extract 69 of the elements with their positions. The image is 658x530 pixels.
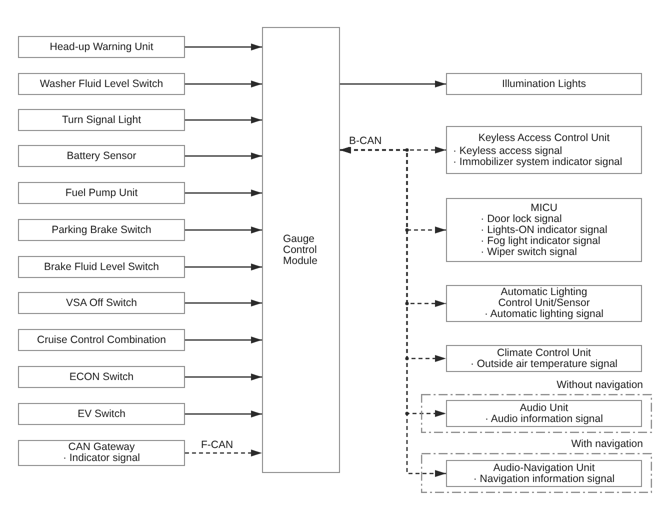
signal-item: · Indicator signal xyxy=(62,453,140,464)
control-module-box xyxy=(262,27,340,473)
group-heading: Without navigation xyxy=(556,379,643,391)
component-box xyxy=(18,182,185,204)
arrow xyxy=(185,264,262,270)
component-box xyxy=(18,73,185,95)
signal-item: · Audio information signal xyxy=(485,414,603,424)
unit-name: ECON Switch xyxy=(69,372,134,382)
component-box xyxy=(18,219,185,241)
component-box xyxy=(18,145,185,167)
unit-name: Head-up Warning Unit xyxy=(50,42,154,52)
control-unit-box xyxy=(446,460,642,487)
unit-name: EV Switch xyxy=(78,408,126,420)
control-unit-box xyxy=(446,400,642,427)
arrow xyxy=(185,44,262,50)
edge-label: F-CAN xyxy=(200,439,234,451)
arrow xyxy=(340,80,446,88)
arrow xyxy=(185,450,262,456)
component-box xyxy=(18,292,185,314)
component-box xyxy=(18,329,185,351)
unit-name: Audio Unit xyxy=(520,402,568,414)
signal-item: · Fog light indicator signal xyxy=(480,236,600,246)
component-box xyxy=(18,403,185,425)
control-unit-box xyxy=(446,73,642,95)
control-unit-box xyxy=(446,345,642,372)
signal-item: · Keyless access signal xyxy=(453,146,562,156)
signal-item: · Outside air temperature signal xyxy=(470,358,618,370)
unit-name: Climate Control Unit xyxy=(497,348,591,358)
unit-name: Automatic Lighting Control Unit/Sensor xyxy=(497,287,591,309)
unit-name: Washer Fluid Level Switch xyxy=(40,78,164,90)
unit-name: Illumination Lights xyxy=(502,78,586,90)
component-box xyxy=(18,36,185,58)
signal-item: · Navigation information signal xyxy=(473,474,615,484)
signal-item: · Automatic lighting signal xyxy=(484,309,604,320)
unit-name: Cruise Control Combination xyxy=(37,334,166,346)
edge-label: B-CAN xyxy=(348,135,383,147)
arrow xyxy=(185,152,262,160)
arrow xyxy=(185,226,262,234)
arrow xyxy=(340,146,446,477)
component-box xyxy=(18,440,185,466)
control-unit-box xyxy=(446,285,642,322)
arrow xyxy=(185,374,262,380)
group-heading: With navigation xyxy=(571,438,643,450)
arrow xyxy=(185,336,262,344)
component-box xyxy=(18,366,185,388)
unit-name: Gauge Control Module xyxy=(283,234,318,266)
signal-item: · Immobilizer system indicator signal xyxy=(453,156,622,168)
signal-item: · Door lock signal xyxy=(480,214,562,224)
unit-name: CAN Gateway xyxy=(68,442,135,453)
arrow xyxy=(185,80,262,88)
unit-name: Fuel Pump Unit xyxy=(65,188,138,198)
unit-name: Keyless Access Control Unit xyxy=(478,132,610,144)
component-box xyxy=(18,109,185,131)
arrow xyxy=(185,410,262,418)
arrow xyxy=(185,190,262,196)
unit-name: Brake Fluid Level Switch xyxy=(44,262,159,272)
unit-name: VSA Off Switch xyxy=(66,298,137,308)
signal-item: · Wiper switch signal xyxy=(480,246,577,258)
unit-name: Battery Sensor xyxy=(66,150,136,162)
component-box xyxy=(18,256,185,278)
signal-item: · Lights-ON indicator signal xyxy=(480,224,608,236)
unit-name: Audio-Navigation Unit xyxy=(493,462,595,474)
unit-name: Turn Signal Light xyxy=(62,114,141,126)
arrow xyxy=(185,300,262,306)
control-unit-box xyxy=(446,126,642,174)
unit-name: MICU xyxy=(530,202,558,214)
unit-name: Parking Brake Switch xyxy=(52,224,152,236)
arrow xyxy=(185,116,262,124)
control-unit-box xyxy=(446,198,642,262)
